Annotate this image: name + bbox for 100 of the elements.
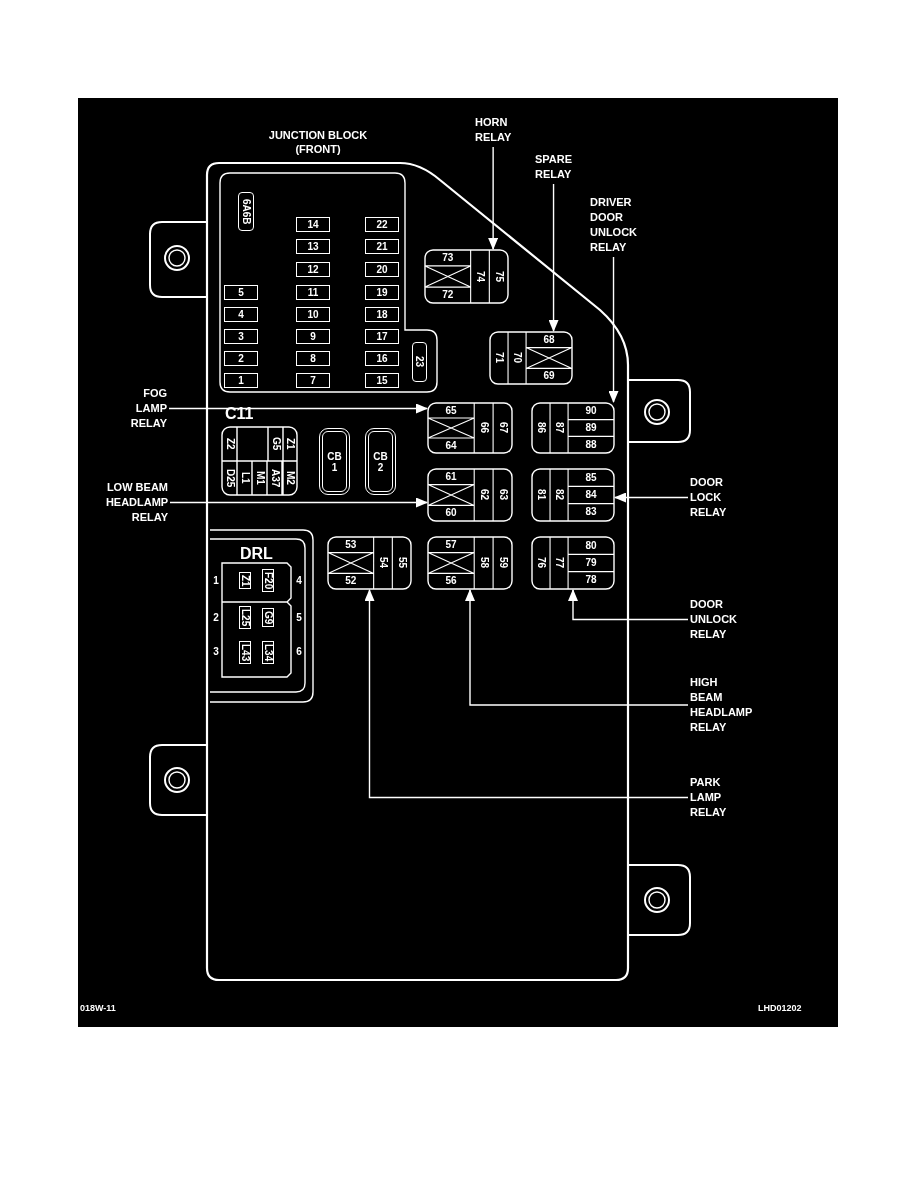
terminal-label: F20 (261, 568, 274, 593)
fuse: 1 (224, 373, 258, 388)
fuse: 18 (365, 307, 399, 322)
fuse: 4 (224, 307, 258, 322)
cavity-number: 64 (445, 440, 457, 451)
cavity-number: 66 (478, 422, 489, 434)
callout-label: FOG LAMP RELAY (130, 386, 167, 431)
callout-label: HIGH BEAM HEADLAMP RELAY (690, 675, 753, 735)
leader-arrow (488, 146, 499, 250)
callout-label: HORN RELAY (475, 115, 512, 145)
fuse: 2 (224, 351, 258, 366)
cavity-number: 60 (445, 508, 457, 519)
pin-label: Z2 (224, 438, 235, 450)
cavity-number: 72 (442, 290, 454, 301)
pin-number: 5 (296, 613, 302, 623)
fuse: 15 (365, 373, 399, 388)
block-heading: JUNCTION BLOCK (FRONT) (267, 128, 369, 156)
fuse: 8 (296, 351, 330, 366)
circuit-breaker: CB 1 (319, 428, 350, 495)
pin-label: M1 (254, 471, 265, 485)
leader-arrow (364, 589, 689, 799)
leader-arrow (568, 589, 689, 621)
leader-arrow (465, 589, 689, 706)
fuse: 9 (296, 329, 330, 344)
cavity-number: 86 (536, 422, 546, 434)
leader-arrow (614, 492, 689, 503)
cavity-number: 87 (554, 422, 565, 434)
cavity-number: 57 (445, 539, 457, 550)
cavity-number: 79 (585, 558, 597, 568)
leader-arrow (608, 256, 619, 403)
pin-number: 4 (296, 576, 302, 586)
fuse: 3 (224, 329, 258, 344)
terminal-label: L43 (238, 640, 251, 665)
fuse: 13 (296, 239, 330, 254)
leader-arrow (168, 403, 428, 414)
cavity-number: 69 (543, 371, 555, 382)
fuse: 23 (412, 342, 427, 382)
cavity-number: 74 (474, 270, 485, 283)
fuse: 11 (296, 285, 330, 300)
cavity-number: 67 (497, 422, 508, 434)
cavity-number: 53 (345, 539, 357, 550)
fuse: 22 (365, 217, 399, 232)
fuse: 19 (365, 285, 399, 300)
fuse: 6A6B (238, 192, 254, 231)
pin-label: M2 (284, 471, 295, 485)
callout-label: DOOR LOCK RELAY (690, 475, 727, 520)
drawing-code: LHD01202 (758, 1003, 802, 1013)
cavity-number: 78 (585, 575, 597, 586)
cavity-number: 63 (497, 489, 508, 501)
cavity-number: 68 (543, 334, 555, 345)
terminal-label: Z1 (238, 571, 251, 590)
pin-label: G5 (270, 437, 281, 451)
terminal-label: G9 (261, 607, 274, 628)
cavity-number: 56 (445, 576, 457, 587)
leader-arrow (548, 183, 559, 332)
callout-label: DOOR UNLOCK RELAY (690, 597, 738, 642)
fuse: 12 (296, 262, 330, 277)
cavity-number: 70 (512, 352, 523, 364)
callout-label: SPARE RELAY (535, 152, 573, 182)
cavity-number: 84 (585, 490, 597, 500)
cavity-number: 82 (554, 489, 565, 501)
fuse: 10 (296, 307, 330, 322)
terminal-label: L34 (261, 640, 274, 665)
cavity-number: 85 (585, 472, 597, 483)
pin-number: 6 (296, 647, 302, 657)
leader-arrow (169, 497, 428, 508)
drawing-code: 018W-11 (80, 1003, 116, 1013)
fuse: 21 (365, 239, 399, 254)
cavity-number: 88 (585, 439, 597, 450)
pin-label: Z1 (285, 438, 295, 450)
cavity-number: 54 (377, 557, 388, 569)
cavity-number: 62 (478, 489, 489, 501)
cavity-number: 76 (536, 557, 546, 569)
cavity-number: 71 (494, 352, 504, 364)
cavity-number: 77 (554, 557, 565, 569)
callout-label: LOW BEAM HEADLAMP RELAY (105, 480, 168, 525)
callout-label: DRIVER DOOR UNLOCK RELAY (590, 195, 638, 255)
fuse: 14 (296, 217, 330, 232)
pin-label: D25 (224, 468, 235, 488)
terminal-label: L25 (238, 605, 251, 630)
cavity-number: 89 (585, 423, 597, 433)
cavity-number: 55 (396, 557, 407, 569)
cavity-number: 58 (478, 557, 489, 569)
cavity-number: 73 (442, 252, 454, 263)
module-heading: DRL (240, 545, 273, 563)
pin-number: 2 (213, 613, 219, 623)
fuse: 17 (365, 329, 399, 344)
pin-label: L1 (239, 472, 250, 484)
cavity-number: 83 (585, 507, 597, 518)
fuse: 20 (365, 262, 399, 277)
fuse: 7 (296, 373, 330, 388)
cavity-number: 65 (445, 405, 457, 416)
callout-label: PARK LAMP RELAY (690, 775, 727, 820)
cavity-number: 81 (536, 489, 546, 501)
cavity-number: 75 (493, 270, 504, 283)
cavity-number: 59 (497, 557, 508, 569)
pin-label: A37 (269, 468, 280, 488)
cavity-number: 61 (445, 471, 457, 482)
pin-number: 3 (213, 647, 219, 657)
circuit-breaker: CB 2 (365, 428, 396, 495)
